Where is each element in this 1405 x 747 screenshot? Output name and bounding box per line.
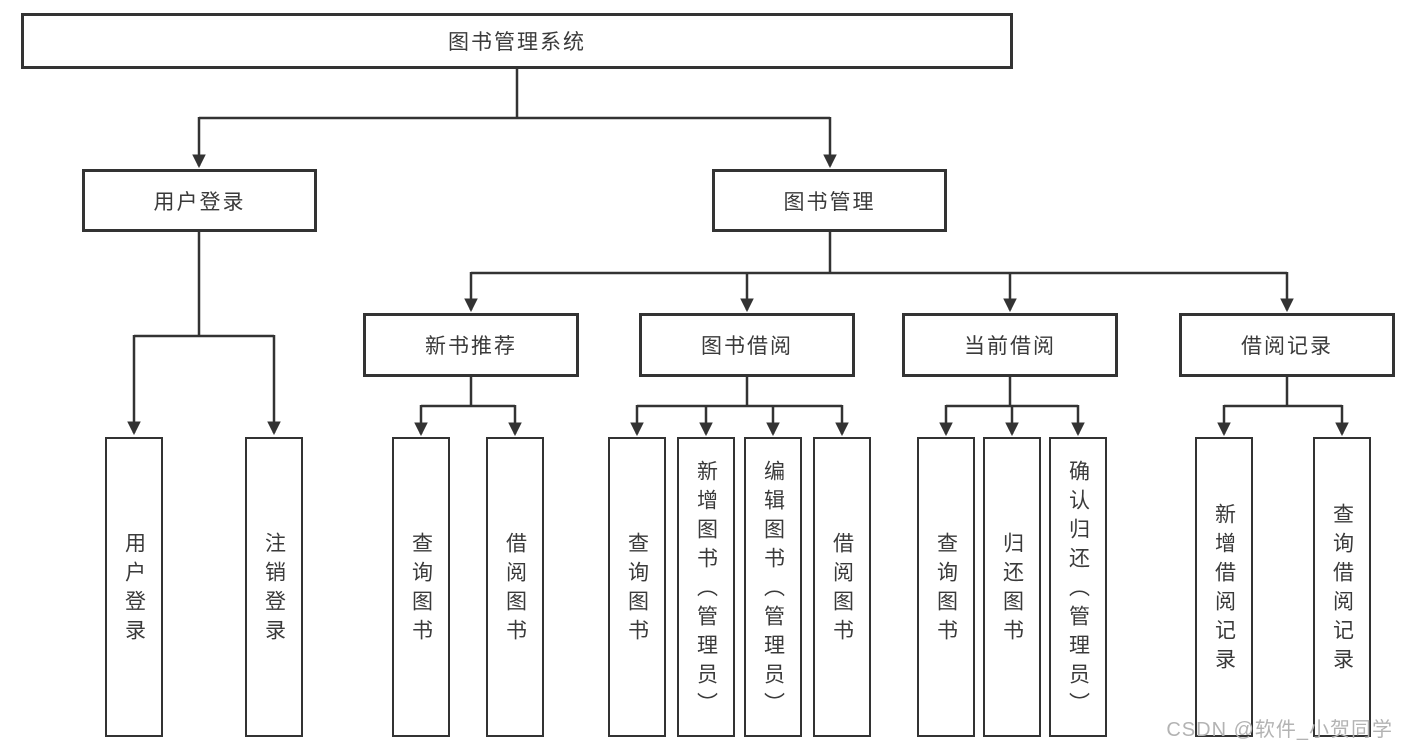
node-current-borrowing: 当前借阅 [902, 313, 1118, 377]
node-user-login: 用户登录 [82, 169, 317, 232]
leaf-edit-books-admin: 编辑图书（管理员） [744, 437, 802, 737]
node-book-management: 图书管理 [712, 169, 947, 232]
node-borrowing-records: 借阅记录 [1179, 313, 1395, 377]
node-book-borrowing: 图书借阅 [639, 313, 855, 377]
leaf-add-borrow-record: 新增借阅记录 [1195, 437, 1253, 737]
leaf-borrow-books-2: 借阅图书 [813, 437, 871, 737]
leaf-logout: 注销登录 [245, 437, 303, 737]
leaf-add-books-admin: 新增图书（管理员） [677, 437, 735, 737]
leaf-return-books: 归还图书 [983, 437, 1041, 737]
leaf-query-borrow-record: 查询借阅记录 [1313, 437, 1371, 737]
leaf-user-login: 用户登录 [105, 437, 163, 737]
node-new-book-recommendation: 新书推荐 [363, 313, 579, 377]
csdn-watermark: CSDN @软件_小贺同学 [1166, 719, 1393, 741]
leaf-confirm-return-admin: 确认归还（管理员） [1049, 437, 1107, 737]
node-root-system: 图书管理系统 [21, 13, 1013, 69]
leaf-borrow-books-1: 借阅图书 [486, 437, 544, 737]
leaf-query-books-2: 查询图书 [608, 437, 666, 737]
leaf-query-books-3: 查询图书 [917, 437, 975, 737]
leaf-query-books-1: 查询图书 [392, 437, 450, 737]
